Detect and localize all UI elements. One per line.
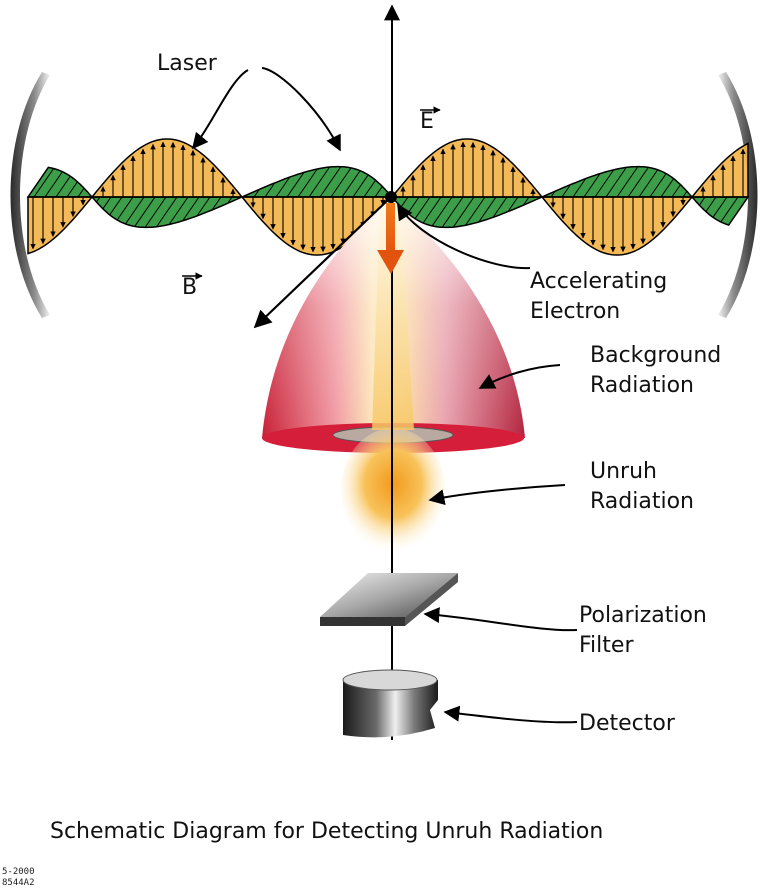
b-wave-vector [352,174,369,198]
b-wave-vector [55,175,71,198]
b-wave-vector [605,167,627,198]
footer-code: 8544A2 [2,878,35,888]
b-wave-vector [492,196,508,218]
b-wave-vector [550,191,556,198]
b-wave-vector [627,167,649,198]
b-wave-vector [330,167,352,198]
b-wave-vector [96,196,101,203]
b-wave-vector [125,196,145,225]
b-wave-vector [196,196,211,217]
b-wave-vector [168,196,189,225]
b-wave-vector [712,196,728,218]
b-field-label: B [182,272,203,300]
b-wave-vector [297,168,318,198]
b-wave-vector [705,196,717,212]
b-wave-vector [522,196,530,206]
electron-label-line1: Accelerating [530,269,667,294]
diagram-title: Schematic Diagram for Detecting Unruh Ra… [50,819,603,844]
b-wave-vector [374,186,383,198]
b-wave-vector [308,166,331,198]
b-wave-vector [116,196,134,221]
b-wave-vector [660,178,675,198]
b-wave-vector [227,196,233,204]
filter-label-line2: Filter [579,633,634,658]
b-wave-vector [66,181,78,198]
e-field-label: E [420,106,441,134]
b-wave-vector [144,196,167,228]
b-wave-vector [286,172,305,198]
background-label-line1: Background [590,343,721,368]
unruh-label-line1: Unruh [590,459,657,484]
laser-label: Laser [157,51,218,76]
b-wave-vector [682,191,688,198]
filter-label-line1: Polarization [579,603,707,628]
b-wave-vector [638,169,659,198]
unruh-label-line2: Radiation [590,489,694,514]
b-wave-vector [649,173,667,198]
b-wave-vector [134,196,156,227]
b-wave-vector [363,179,376,198]
b-wave-vector [77,187,85,198]
b-wave-vector [671,184,681,198]
b-wave-vector [102,196,112,210]
b-wave-vector [275,176,291,198]
b-wave-vector [465,196,486,226]
b-wave-vector [507,196,519,212]
footer-date: 5-2000 [2,867,35,877]
b-wave-vector [720,196,739,223]
detector-label: Detector [579,711,676,736]
b-field-arrow [253,196,392,329]
detector-cylinder [342,669,438,738]
b-wave-vector [594,169,615,198]
b-wave-vector [414,196,431,220]
b-wave-vector [341,170,361,198]
b-wave-vector [583,173,601,198]
right-mirror [718,72,758,318]
background-label-line2: Radiation [590,373,694,398]
b-wave-vector [572,178,587,198]
b-wave-vector [109,196,123,216]
b-wave-vector [422,196,442,224]
electron-label-line2: Electron [530,299,620,324]
b-wave-vector [452,196,475,228]
b-wave-vector [211,196,222,211]
left-mirror [10,72,50,318]
b-wave-vector [441,196,464,228]
b-wave-vector [253,189,260,198]
b-wave-vector [431,196,453,227]
polarization-filter [320,573,458,626]
b-wave-vector [319,166,342,198]
b-wave-vector [478,196,497,223]
svg-text:B: B [182,275,197,300]
b-wave-vector [561,184,571,198]
b-wave-vector [33,168,55,198]
b-wave-vector [182,196,200,222]
b-wave-vector [44,171,63,198]
b-wave-vector [616,166,639,198]
b-wave-vector [156,196,178,228]
b-wave-vector [698,196,706,206]
b-wave-vector [264,182,276,198]
svg-text:E: E [420,109,434,134]
leader-lines [191,67,578,724]
acceleration-arrow [377,203,404,274]
